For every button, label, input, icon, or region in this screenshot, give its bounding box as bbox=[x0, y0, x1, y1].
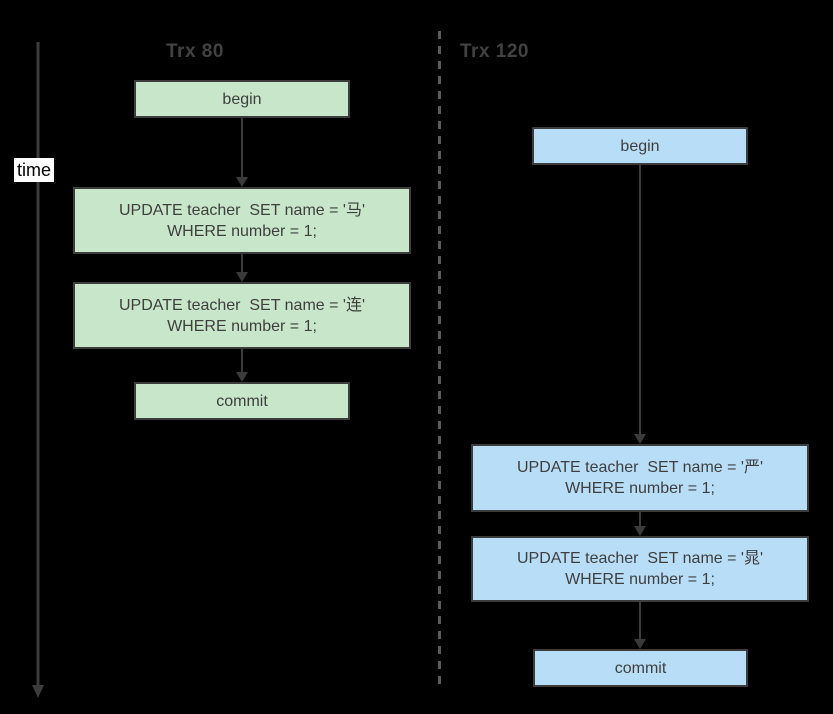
arrowhead-icon bbox=[634, 639, 646, 649]
trx80-commit-node: commit bbox=[134, 382, 350, 420]
trx120-arrow-begin-to-update1 bbox=[633, 165, 647, 444]
trx80-update2-node: UPDATE teacher SET name = '连' WHERE numb… bbox=[73, 282, 411, 349]
node-label: commit bbox=[216, 392, 268, 410]
sql-line-2: WHERE number = 1; bbox=[167, 317, 317, 335]
trx80-arrow-update1-to-update2 bbox=[235, 254, 249, 282]
time-axis-arrow bbox=[31, 42, 45, 698]
trx120-update1-node: UPDATE teacher SET name = '严' WHERE numb… bbox=[471, 444, 809, 512]
trx80-column-title: Trx 80 bbox=[166, 41, 224, 62]
arrowhead-icon bbox=[236, 272, 248, 282]
sql-line-2: WHERE number = 1; bbox=[565, 480, 715, 497]
sql-line-2: WHERE number = 1; bbox=[565, 571, 715, 588]
node-label: begin bbox=[222, 90, 262, 108]
trx80-begin-node: begin bbox=[134, 80, 350, 118]
trx120-arrow-update2-to-commit bbox=[633, 602, 647, 649]
sql-line-1: UPDATE teacher SET name = '严' bbox=[516, 459, 764, 476]
trx120-arrow-update1-to-update2 bbox=[633, 512, 647, 536]
sql-line-1: UPDATE teacher SET name = '连' bbox=[118, 296, 366, 314]
sql-line-1: UPDATE teacher SET name = '马' bbox=[118, 201, 366, 219]
time-label: time bbox=[14, 158, 55, 182]
time-axis-line bbox=[36, 42, 40, 686]
arrowhead-icon bbox=[634, 526, 646, 536]
trx120-update2-node: UPDATE teacher SET name = '晁' WHERE numb… bbox=[471, 536, 809, 602]
trx80-arrow-update2-to-commit bbox=[235, 349, 249, 382]
trx120-column-title: Trx 120 bbox=[460, 41, 529, 62]
arrowhead-icon bbox=[236, 177, 248, 187]
arrowhead-icon bbox=[236, 372, 248, 382]
trx80-arrow-begin-to-update1 bbox=[235, 118, 249, 187]
sql-line-1: UPDATE teacher SET name = '晁' bbox=[516, 550, 764, 567]
column-divider-dashed-line bbox=[438, 31, 441, 690]
node-label: begin bbox=[620, 137, 660, 155]
sql-line-2: WHERE number = 1; bbox=[167, 222, 317, 240]
trx80-update1-node: UPDATE teacher SET name = '马' WHERE numb… bbox=[73, 187, 411, 254]
node-label: commit bbox=[614, 659, 667, 677]
arrowhead-icon bbox=[634, 434, 646, 444]
time-axis-arrowhead-icon bbox=[32, 685, 44, 698]
trx120-commit-node: commit bbox=[533, 649, 748, 687]
trx120-begin-node: begin bbox=[532, 127, 748, 165]
